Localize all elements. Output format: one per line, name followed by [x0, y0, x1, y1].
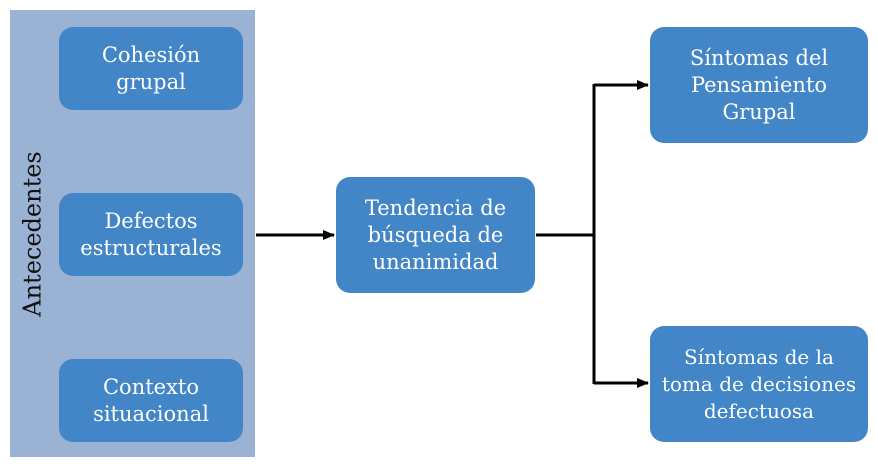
node-label: Cohesión grupal: [101, 42, 201, 94]
node-label: Contexto situacional: [93, 374, 209, 426]
node-label: Defectos estructurales: [80, 208, 222, 260]
node-contexto-situacional: Contexto situacional: [59, 359, 243, 442]
node-sintomas-decisiones-defectuosa: Síntomas de la toma de decisiones defect…: [650, 326, 868, 442]
node-cohesion-grupal: Cohesión grupal: [59, 27, 243, 110]
node-label: Síntomas del Pensamiento Grupal: [689, 45, 829, 124]
node-sintomas-pensamiento-grupal: Síntomas del Pensamiento Grupal: [650, 27, 868, 143]
node-tendencia-unanimidad: Tendencia de búsqueda de unanimidad: [336, 177, 535, 293]
node-label: Tendencia de búsqueda de unanimidad: [364, 195, 507, 274]
node-label: Síntomas de la toma de decisiones defect…: [661, 344, 857, 423]
node-defectos-estructurales: Defectos estructurales: [59, 193, 243, 276]
